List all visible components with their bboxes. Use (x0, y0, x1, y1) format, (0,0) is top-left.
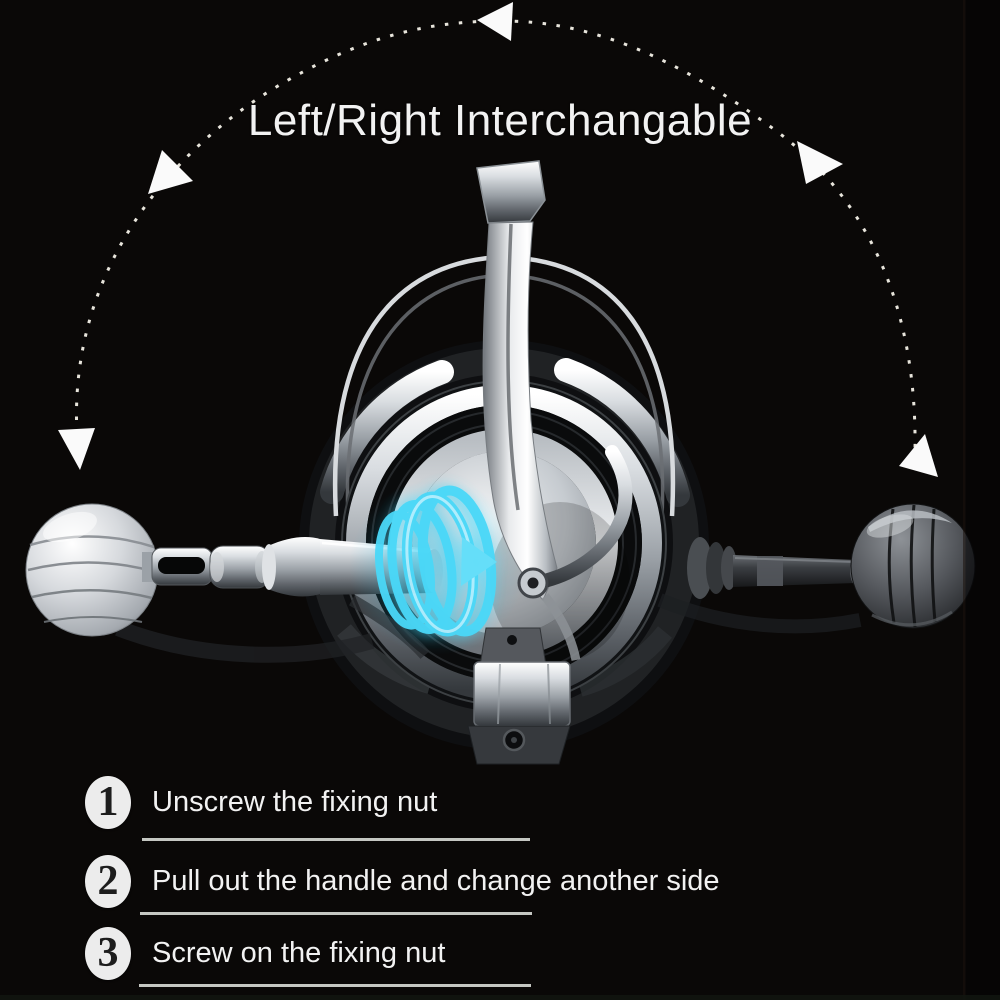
arrowhead-top-icon (477, 2, 513, 41)
page-title: Left/Right Interchangable (247, 96, 753, 145)
reel-stem-foot (467, 627, 571, 765)
bail-arm-lever (517, 445, 633, 661)
reel-body (25, 160, 976, 765)
pivot-screw (527, 577, 539, 589)
arrowhead-lower-left-icon (58, 428, 95, 470)
unscrew-rotation-icon (349, 479, 525, 655)
arrowhead-lower-right-icon (899, 434, 938, 477)
arrowhead-upper-left-icon (148, 150, 193, 194)
right-handle-arm (687, 503, 976, 629)
handle-slot (158, 557, 205, 574)
arrowhead-upper-right-icon (797, 141, 843, 184)
unscrew-arrow-icon (461, 537, 497, 586)
rotor-arm-left (320, 360, 454, 504)
crank-arm (476, 160, 558, 601)
